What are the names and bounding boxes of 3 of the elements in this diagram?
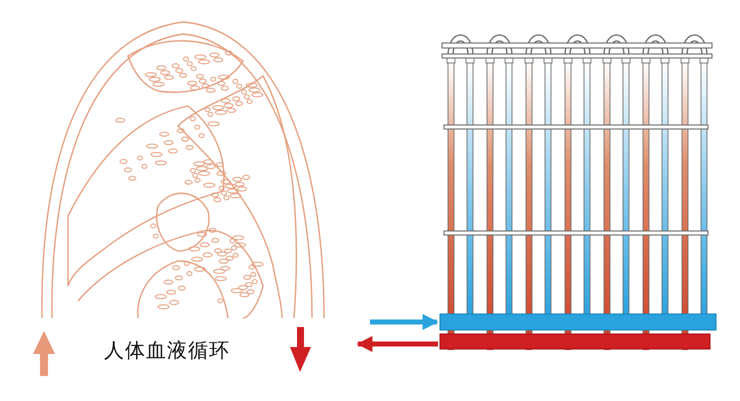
arrow — [356, 336, 438, 352]
caption-text: 人体血液循环 — [104, 337, 230, 364]
arrow — [370, 314, 439, 330]
